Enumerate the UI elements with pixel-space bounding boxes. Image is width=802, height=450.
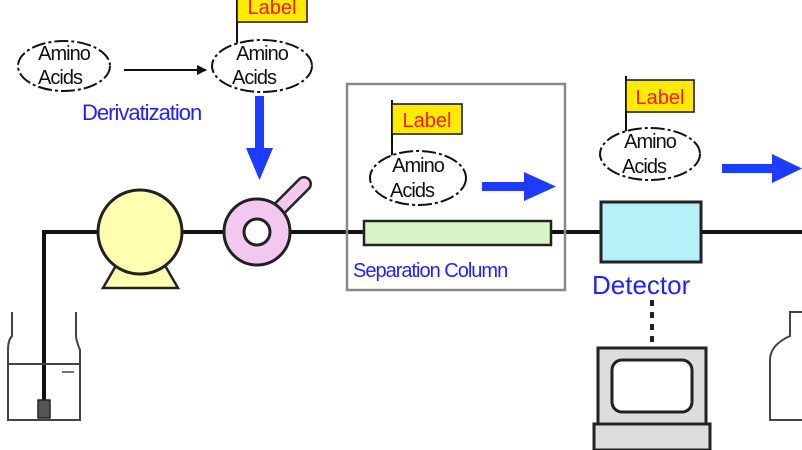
label-flag-text: Label — [636, 87, 685, 109]
label-flag: Label — [236, 0, 308, 23]
amino-acids-bubble-labeled: Amino Acids — [211, 39, 313, 93]
label-flag-text: Label — [403, 110, 452, 132]
solvent-reservoir — [7, 312, 81, 421]
blue-arrow-right — [482, 172, 556, 201]
derivatization-label: Derivatization — [82, 100, 201, 125]
label-flag: Label — [391, 103, 463, 135]
amino-acids-bubble-unlabeled: Amino Acids — [17, 40, 111, 92]
amino-text-line2: Acids — [390, 180, 435, 202]
amino-text-line1: Amino — [392, 155, 445, 177]
amino-text-line2: Acids — [622, 156, 667, 178]
inlet-filter — [37, 399, 51, 419]
computer-monitor-icon — [592, 346, 712, 450]
amino-acids-bubble-column: Amino Acids — [369, 150, 467, 206]
injector — [222, 176, 312, 267]
amino-text-line1: Amino — [38, 43, 91, 65]
blue-arrow-right — [722, 154, 802, 183]
detector-label: Detector — [592, 270, 691, 300]
label-flag-text: Label — [248, 0, 297, 19]
separation-column-label: Separation Column — [353, 260, 507, 282]
amino-text-line2: Acids — [232, 67, 277, 89]
waste-bottle — [769, 311, 802, 421]
label-flag: Label — [625, 79, 695, 113]
amino-text-line2: Acids — [38, 67, 83, 89]
pump — [96, 188, 184, 290]
blue-arrow-down — [246, 96, 273, 180]
amino-acids-bubble-detector: Amino Acids — [599, 127, 701, 181]
column-oven-frame — [345, 82, 567, 292]
amino-text-line1: Amino — [624, 131, 677, 153]
detector — [599, 200, 703, 264]
separation-column — [362, 219, 553, 247]
amino-text-line1: Amino — [236, 43, 289, 65]
